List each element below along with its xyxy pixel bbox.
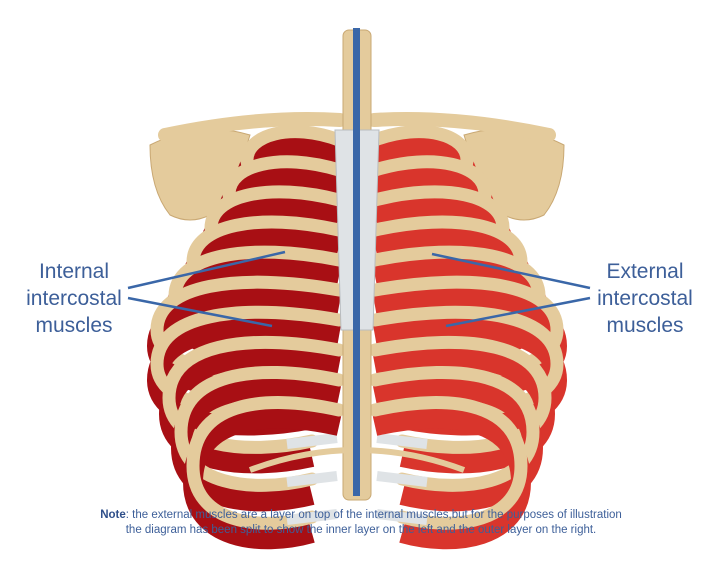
rib (368, 396, 528, 530)
rib (368, 365, 540, 492)
costal-cartilage (376, 433, 428, 449)
rib (162, 335, 346, 454)
external-intercostal-label: External intercostal muscles (580, 258, 710, 339)
label-line: intercostal (26, 287, 122, 310)
label-line: muscles (606, 314, 684, 337)
pointer-line (445, 296, 591, 328)
left-clavicle (158, 112, 347, 142)
note-text-2: the diagram has been split to show the i… (125, 524, 597, 536)
costal-cartilage (286, 509, 338, 525)
costal-cartilage (376, 509, 428, 525)
costal-cartilage (376, 471, 428, 487)
label-line: External (606, 260, 684, 283)
rib (174, 365, 346, 492)
note-caption: Note: the external muscles are a layer o… (0, 508, 722, 538)
internal-intercostal-label: Internal intercostal muscles (14, 258, 134, 339)
pointer-line (431, 252, 591, 290)
rib (368, 335, 552, 454)
center-divider-line (353, 28, 360, 496)
note-text-1: : the external muscles are a layer on to… (125, 509, 622, 521)
label-line: muscles (35, 314, 113, 337)
label-line: Internal (38, 260, 110, 283)
note-line-1: Note: the external muscles are a layer o… (0, 508, 722, 523)
pointer-line (127, 250, 286, 290)
rib (186, 396, 346, 530)
note-prefix: Note (100, 509, 126, 521)
costal-cartilage (286, 471, 338, 487)
costal-cartilage (286, 433, 338, 449)
label-line: intercostal (597, 287, 693, 310)
pointer-line (127, 296, 273, 328)
right-clavicle (367, 112, 556, 142)
